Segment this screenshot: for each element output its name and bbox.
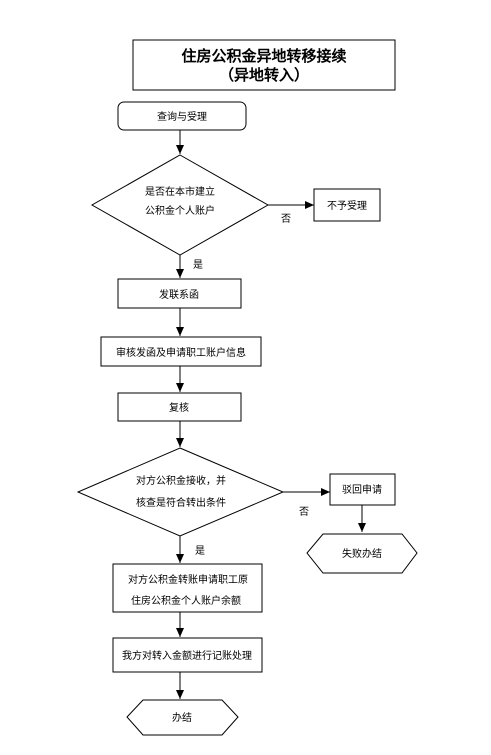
edge-d1-yes-label: 是: [193, 259, 203, 271]
title-line1: 住房公积金异地转移接续: [181, 47, 346, 65]
node-record: 我方对转入金额进行记账处理: [112, 637, 263, 673]
node-recheck-label: 复核: [169, 401, 189, 414]
decision2-line1: 对方公积金接收，并: [136, 474, 226, 487]
node-decision1: 是否在本市建立 公积金个人账户: [90, 154, 270, 256]
node-fail: 失败办结: [306, 533, 418, 574]
edge-d1-no-label: 否: [281, 213, 291, 225]
node-finish-label: 办结: [172, 711, 192, 724]
decision1-line2: 公积金个人账户: [145, 204, 215, 217]
node-return-request: 驳回申请: [329, 473, 396, 506]
node-reject: 不予受理: [313, 188, 381, 222]
node-decision2: 对方公积金接收，并 核查是符合转出条件: [76, 447, 285, 537]
node-return-request-label: 驳回申请: [342, 483, 382, 496]
node-record-label: 我方对转入金额进行记账处理: [122, 649, 252, 662]
title-box: 住房公积金异地转移接续 （异地转入）: [132, 39, 396, 91]
edge-d2-yes-label: 是: [195, 545, 205, 557]
node-query-label: 查询与受理: [157, 110, 207, 123]
node-transfer: 对方公积金转账申请职工原 住房公积金个人账户余额: [112, 563, 263, 613]
title-line2: （异地转入）: [219, 66, 309, 84]
node-recheck: 复核: [117, 392, 242, 422]
node-fail-label: 失败办结: [342, 547, 382, 560]
node-finish: 办结: [126, 699, 239, 736]
decision1-line1: 是否在本市建立: [145, 185, 215, 198]
node-reject-label: 不予受理: [327, 200, 367, 212]
transfer-line2: 住房公积金个人账户余额: [131, 594, 241, 607]
node-send-letter-label: 发联系函: [159, 288, 199, 301]
edge-d2-no-label: 否: [299, 506, 309, 518]
node-query: 查询与受理: [117, 101, 247, 131]
node-review-letter-label: 审核发函及申请职工账户信息: [116, 346, 246, 359]
decision2-line2: 核查是符合转出条件: [136, 496, 226, 509]
transfer-line1: 对方公积金转账申请职工原: [128, 573, 248, 586]
node-send-letter: 发联系函: [117, 278, 242, 309]
node-review-letter: 审核发函及申请职工账户信息: [100, 336, 262, 367]
